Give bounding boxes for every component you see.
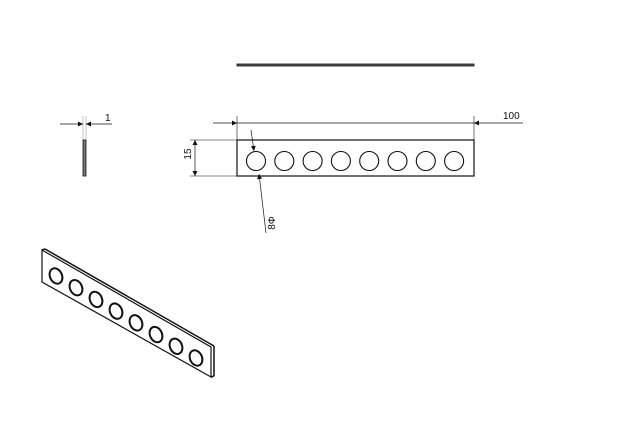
iso-hole — [68, 279, 84, 297]
iso-hole — [188, 349, 204, 367]
thickness-dimension: 1 — [105, 113, 111, 124]
iso-hole — [88, 290, 104, 309]
top-view — [236, 63, 475, 67]
hole — [245, 150, 267, 172]
hole — [274, 150, 295, 172]
hole — [387, 150, 408, 172]
iso-hole — [108, 302, 124, 320]
iso-hole — [168, 337, 184, 355]
hole — [444, 150, 465, 172]
hole-diameter-dimension: 8Φ — [267, 216, 278, 230]
length-dimension: 100 — [503, 111, 520, 122]
side-view: 1 — [60, 113, 112, 177]
iso-hole — [148, 325, 164, 344]
width-dimension: 15 — [183, 148, 194, 160]
front-view: 100 15 8Φ — [183, 111, 523, 234]
hole — [359, 150, 380, 172]
iso-hole — [48, 267, 64, 285]
hole — [302, 150, 323, 172]
hole — [330, 150, 351, 172]
isometric-view — [41, 248, 215, 379]
hole — [415, 150, 436, 172]
iso-hole — [128, 314, 144, 332]
